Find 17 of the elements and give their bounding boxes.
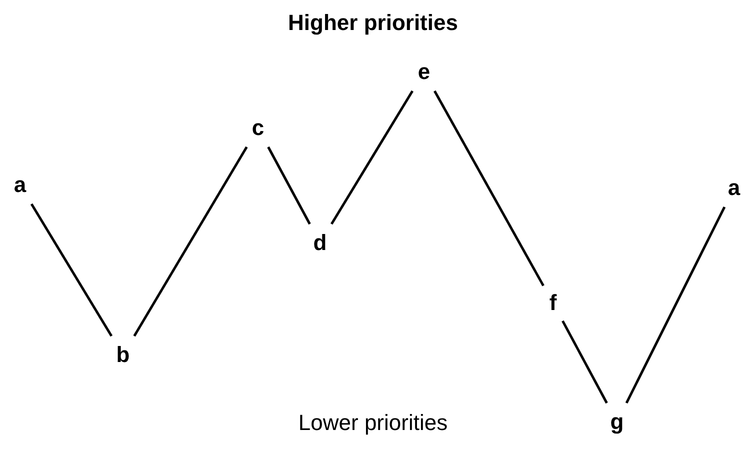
point-label: g: [604, 403, 630, 441]
point-label: e: [412, 53, 436, 91]
connecting-line: [625, 206, 726, 404]
point-label: f: [543, 284, 563, 322]
point-label: a: [8, 166, 32, 204]
priority-label: Lower priorities: [298, 410, 448, 436]
connecting-line: [30, 203, 113, 337]
connecting-line: [133, 146, 248, 337]
connecting-line: [562, 320, 608, 404]
point-label: d: [307, 224, 333, 262]
priority-label: Higher priorities: [288, 10, 458, 36]
connecting-line: [330, 90, 414, 225]
point-label: c: [246, 109, 270, 147]
point-label: b: [110, 336, 136, 374]
connecting-line: [267, 146, 311, 225]
connecting-line: [434, 90, 544, 286]
point-label: a: [722, 169, 746, 207]
